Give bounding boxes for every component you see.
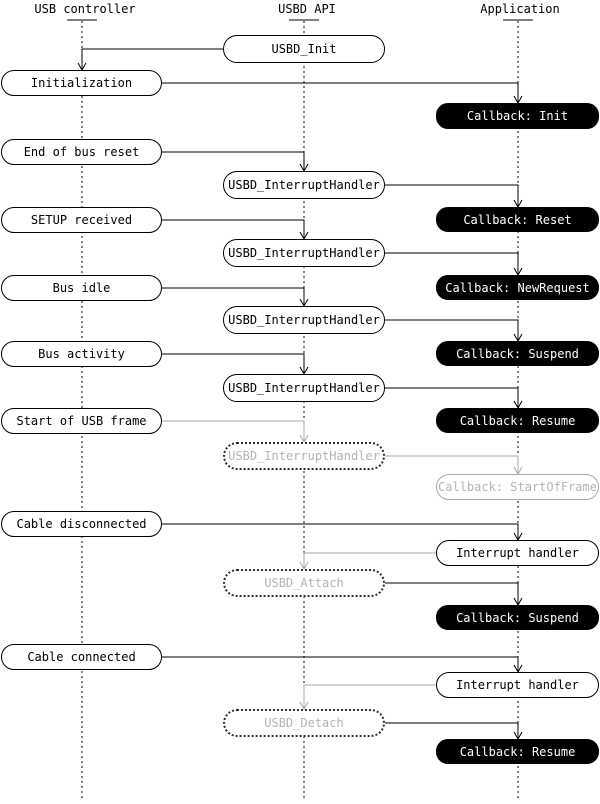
connector-initialization-to-callback-init — [162, 82, 523, 105]
connector-setupreceived-to-interrupthandler — [162, 219, 309, 241]
connector-busactivity-to-interrupthandler — [162, 353, 309, 376]
column-label-application: Application — [480, 2, 560, 16]
event-bus-idle: Bus idle — [1, 275, 162, 301]
api-usbd-interrupthandler-1: USBD_InterruptHandler — [223, 171, 385, 199]
api-usbd-interrupthandler-3: USBD_InterruptHandler — [223, 306, 385, 334]
connector-usbdinit-to-initialization — [77, 48, 223, 72]
connector-interrupthandler-to-callback-reset — [385, 184, 523, 209]
event-end-of-bus-reset: End of bus reset — [1, 139, 162, 165]
connector-cableconnected-to-interrupt-handler — [162, 656, 523, 674]
connector-usbd-attach-to-callback-suspend — [385, 582, 523, 607]
event-setup-received: SETUP received — [1, 207, 162, 233]
api-usbd-interrupthandler-sof-inactive: USBD_InterruptHandler — [223, 442, 385, 470]
callback-resume-2: Callback: Resume — [436, 739, 599, 764]
callback-init: Callback: Init — [436, 103, 599, 129]
api-usbd-attach-inactive: USBD_Attach — [223, 569, 385, 597]
callback-suspend-2: Callback: Suspend — [436, 605, 599, 630]
event-start-of-usb-frame: Start of USB frame — [1, 408, 162, 434]
connector-interrupthandler-to-callback-newrequest — [385, 252, 523, 277]
api-usbd-interrupthandler-2: USBD_InterruptHandler — [223, 239, 385, 267]
callback-resume-1: Callback: Resume — [436, 408, 599, 433]
connector-interrupthandler-to-callback-suspend — [385, 319, 523, 343]
event-bus-activity: Bus activity — [1, 341, 162, 367]
connector-usbd-detach-to-callback-resume — [385, 722, 523, 741]
connector-endofbusreset-to-interrupthandler — [162, 151, 309, 173]
callback-reset: Callback: Reset — [436, 207, 599, 232]
connector-interrupthandler-to-callback-startofframe-inactive — [385, 455, 523, 476]
interrupt-handler-2: Interrupt handler — [436, 672, 599, 698]
interrupt-handler-1: Interrupt handler — [436, 540, 599, 566]
api-usbd-detach-inactive: USBD_Detach — [223, 709, 385, 737]
callback-suspend-1: Callback: Suspend — [436, 341, 599, 366]
connector-interrupthandler-to-callback-resume — [385, 387, 523, 410]
event-cable-connected: Cable connected — [1, 644, 162, 670]
api-usbd-interrupthandler-4: USBD_InterruptHandler — [223, 374, 385, 402]
column-label-usbd-api: USBD API — [278, 2, 336, 16]
callback-startofframe-inactive: Callback: StartOfFrame — [436, 474, 599, 500]
connector-interrupt-handler-to-usbd-attach-inactive — [299, 552, 436, 571]
connector-interrupt-handler-to-usbd-detach-inactive — [299, 684, 436, 711]
event-initialization: Initialization — [1, 70, 162, 96]
connector-busidle-to-interrupthandler — [162, 287, 309, 308]
event-cable-disconnected: Cable disconnected — [1, 511, 162, 537]
connector-startofframe-to-interrupthandler-inactive — [162, 420, 309, 444]
api-usbd-init: USBD_Init — [223, 35, 385, 63]
callback-newrequest: Callback: NewRequest — [436, 275, 599, 300]
connector-cabledisconnected-to-interrupt-handler — [162, 523, 523, 542]
column-label-usb-controller: USB controller — [34, 2, 136, 16]
